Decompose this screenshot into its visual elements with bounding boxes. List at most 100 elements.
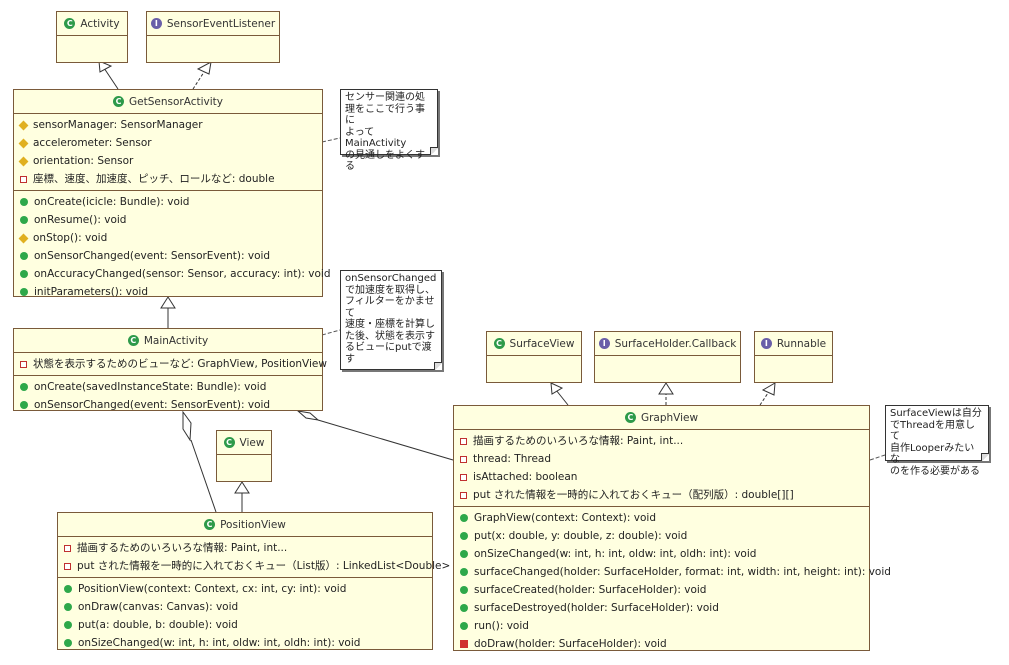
- attribute-row[interactable]: 状態を表示するためのビューなど: GraphView, PositionView: [14, 355, 327, 373]
- method-row[interactable]: onAccuracyChanged(sensor: Sensor, accura…: [14, 265, 331, 283]
- private-icon: [460, 491, 467, 499]
- method-row[interactable]: surfaceCreated(holder: SurfaceHolder): v…: [454, 581, 869, 599]
- method-text: onSizeChanged(w: int, h: int, oldw: int,…: [78, 637, 361, 649]
- interface-icon: I: [760, 338, 772, 349]
- method-text: initParameters(): void: [34, 286, 148, 298]
- attribute-text: sensorManager: SensorManager: [33, 119, 203, 131]
- method-text: onCreate(savedInstanceState: Bundle): vo…: [34, 381, 267, 393]
- method-text: doDraw(holder: SurfaceHolder): void: [474, 638, 667, 650]
- private-icon: [460, 473, 467, 481]
- method-row[interactable]: put(a: double, b: double): void: [58, 616, 432, 634]
- attribute-row[interactable]: accelerometer: Sensor: [14, 134, 322, 152]
- method-row[interactable]: onSizeChanged(w: int, h: int, oldw: int,…: [58, 634, 432, 652]
- public-icon: [460, 532, 468, 540]
- method-text: surfaceChanged(holder: SurfaceHolder, fo…: [474, 566, 891, 578]
- note-on-sensor-changed[interactable]: onSensorChanged で加速度を取得し、 フィルターをかませて 速度・…: [340, 270, 442, 370]
- method-row[interactable]: surfaceDestroyed(holder: SurfaceHolder):…: [454, 599, 869, 617]
- method-row[interactable]: GraphView(context: Context): void: [454, 509, 869, 527]
- interface-name: SensorEventListener: [166, 17, 276, 30]
- protected-icon: [18, 138, 29, 148]
- private-icon: [20, 175, 27, 183]
- method-row[interactable]: onCreate(icicle: Bundle): void: [14, 193, 322, 211]
- public-icon: [64, 639, 72, 647]
- interface-name: Runnable: [776, 337, 827, 350]
- interface-runnable[interactable]: I Runnable: [754, 331, 833, 383]
- attribute-row[interactable]: 描画するためのいろいろな情報: Paint, int...: [454, 432, 869, 450]
- attribute-text: accelerometer: Sensor: [33, 137, 152, 149]
- method-row[interactable]: onStop(): void: [14, 229, 322, 247]
- attribute-row[interactable]: orientation: Sensor: [14, 152, 322, 170]
- attribute-row[interactable]: put された情報を一時的に入れておくキュー（配列版）: double[][]: [454, 486, 869, 504]
- method-row[interactable]: doDraw(holder: SurfaceHolder): void: [454, 635, 869, 653]
- method-text: onSensorChanged(event: SensorEvent): voi…: [34, 250, 271, 262]
- method-row[interactable]: onSensorChanged(event: SensorEvent): voi…: [14, 247, 322, 265]
- method-row[interactable]: onResume(): void: [14, 211, 322, 229]
- attribute-text: 座標、速度、加速度、ピッチ、ロールなど: double: [33, 173, 275, 185]
- class-main-activity[interactable]: C MainActivity 状態を表示するためのビューなど: GraphView…: [13, 328, 327, 411]
- method-text: onSensorChanged(event: SensorEvent): voi…: [34, 399, 271, 411]
- method-row[interactable]: PositionView(context: Context, cx: int, …: [58, 580, 432, 598]
- note-surface-view[interactable]: SurfaceViewは自分 でThreadを用意して 自作Looperみたいな…: [885, 405, 989, 477]
- method-text: surfaceDestroyed(holder: SurfaceHolder):…: [474, 602, 719, 614]
- method-row[interactable]: onCreate(savedInstanceState: Bundle): vo…: [14, 378, 322, 396]
- attribute-text: isAttached: boolean: [473, 471, 578, 483]
- method-row[interactable]: onSizeChanged(w: int, h: int, oldw: int,…: [454, 545, 869, 563]
- class-icon: C: [127, 335, 139, 346]
- method-row[interactable]: run(): void: [454, 617, 869, 635]
- attribute-row[interactable]: sensorManager: SensorManager: [14, 116, 322, 134]
- protected-icon: [18, 120, 29, 130]
- class-name: Activity: [80, 17, 120, 30]
- attribute-row[interactable]: 描画するためのいろいろな情報: Paint, int...: [58, 539, 432, 557]
- note-sensor-processing[interactable]: センサー関連の処 理をここで行う事に よってMainActivity の見通しを…: [340, 89, 438, 172]
- method-row[interactable]: surfaceChanged(holder: SurfaceHolder, fo…: [454, 563, 891, 581]
- attribute-text: put された情報を一時的に入れておくキュー（List版）: LinkedLis…: [77, 560, 451, 572]
- class-activity[interactable]: C Activity: [56, 11, 128, 63]
- attribute-text: 状態を表示するためのビューなど: GraphView, PositionView: [33, 358, 327, 370]
- class-name: GraphView: [640, 411, 699, 424]
- attribute-row[interactable]: thread: Thread: [454, 450, 869, 468]
- protected-icon: [18, 156, 29, 166]
- methods-section: GraphView(context: Context): void put(x:…: [454, 507, 891, 655]
- method-row[interactable]: onSensorChanged(event: SensorEvent): voi…: [14, 396, 322, 414]
- class-icon: C: [223, 437, 235, 448]
- interface-icon: I: [598, 338, 610, 349]
- private-method-icon: [460, 640, 468, 648]
- class-icon: C: [64, 18, 76, 29]
- attributes-section: sensorManager: SensorManager acceleromet…: [14, 114, 322, 191]
- methods-section: PositionView(context: Context, cx: int, …: [58, 578, 432, 654]
- class-view[interactable]: C View: [216, 430, 272, 482]
- class-name: MainActivity: [143, 334, 209, 347]
- attributes-section: 描画するためのいろいろな情報: Paint, int... thread: Th…: [454, 430, 869, 507]
- public-icon: [20, 401, 28, 409]
- public-icon: [460, 604, 468, 612]
- method-text: onResume(): void: [34, 214, 127, 226]
- method-row[interactable]: initParameters(): void: [14, 283, 322, 301]
- class-icon: C: [113, 96, 124, 107]
- method-text: onSizeChanged(w: int, h: int, oldw: int,…: [474, 548, 757, 560]
- protected-icon: [18, 233, 29, 243]
- method-text: onDraw(canvas: Canvas): void: [78, 601, 239, 613]
- method-row[interactable]: put(x: double, y: double, z: double): vo…: [454, 527, 869, 545]
- methods-section: onCreate(savedInstanceState: Bundle): vo…: [14, 376, 322, 416]
- method-text: put(a: double, b: double): void: [78, 619, 238, 631]
- attribute-row[interactable]: isAttached: boolean: [454, 468, 869, 486]
- private-icon: [64, 544, 71, 552]
- public-icon: [20, 198, 28, 206]
- method-row[interactable]: onDraw(canvas: Canvas): void: [58, 598, 432, 616]
- attribute-row[interactable]: put された情報を一時的に入れておくキュー（List版）: LinkedLis…: [58, 557, 450, 575]
- interface-sensor-event-listener[interactable]: I SensorEventListener: [146, 11, 280, 63]
- attribute-row[interactable]: 座標、速度、加速度、ピッチ、ロールなど: double: [14, 170, 322, 188]
- public-icon: [460, 568, 468, 576]
- interface-icon: I: [150, 18, 162, 29]
- public-icon: [20, 383, 28, 391]
- private-icon: [460, 455, 467, 463]
- class-name: View: [239, 436, 265, 449]
- attribute-text: 描画するためのいろいろな情報: Paint, int...: [473, 435, 684, 447]
- method-text: onAccuracyChanged(sensor: Sensor, accura…: [34, 268, 331, 280]
